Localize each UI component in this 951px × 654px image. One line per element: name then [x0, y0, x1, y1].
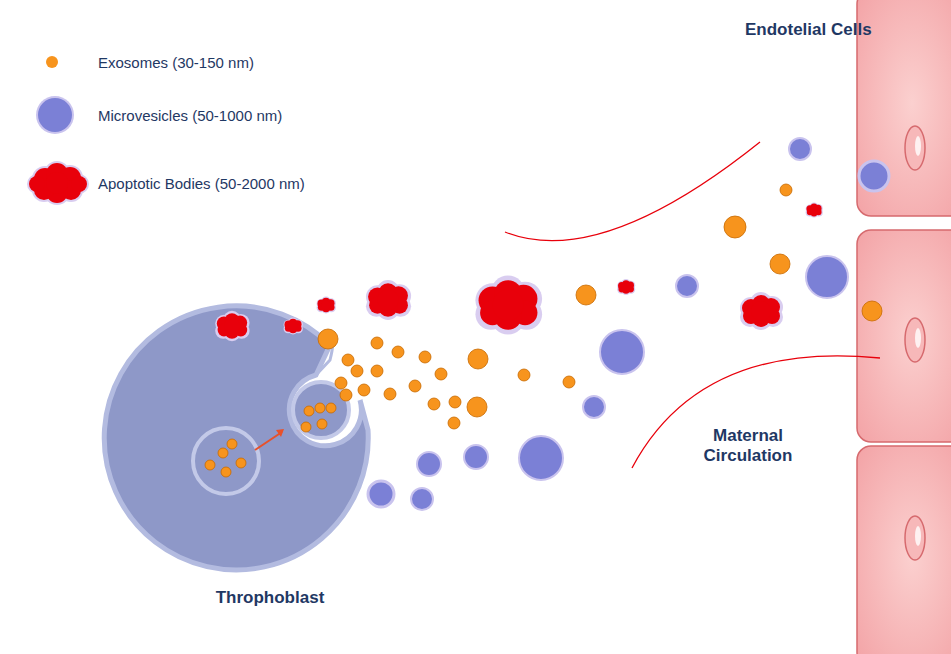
region-label: Maternal Circulation — [693, 426, 803, 466]
region-label: Throphoblast — [216, 588, 325, 608]
legend-text: Apoptotic Bodies (50-2000 nm) — [98, 175, 305, 192]
legend-swatch — [25, 161, 89, 205]
legend-swatch — [38, 98, 72, 132]
region-label: Endotelial Cells — [745, 20, 872, 40]
legend-text: Exosomes (30-150 nm) — [98, 54, 254, 71]
legend-swatch — [46, 56, 58, 68]
legend-text: Microvesicles (50-1000 nm) — [98, 107, 282, 124]
